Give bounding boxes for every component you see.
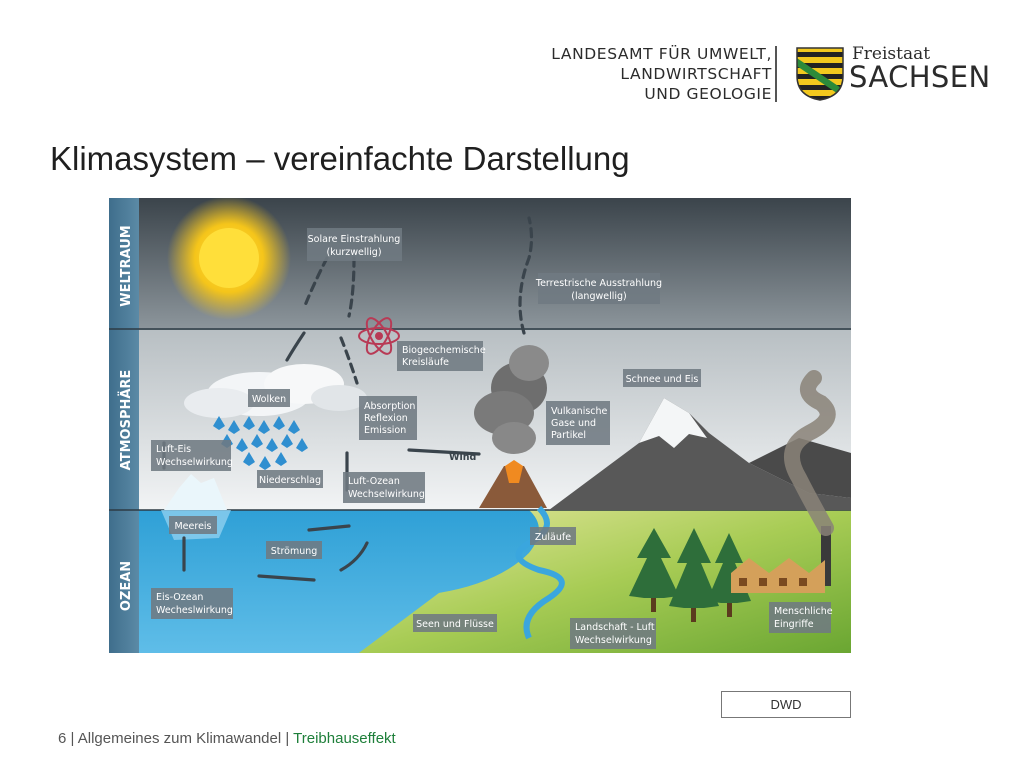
label-landscape-air: Landschaft - Luft Wechselwirkung xyxy=(570,618,656,649)
label-airocean-line2: Wechselwirkung xyxy=(348,489,425,500)
logo-divider xyxy=(775,46,777,102)
label-current-text: Strömung xyxy=(271,546,318,557)
rain-icon xyxy=(213,416,308,470)
label-solar-line1: Solare Einstrahlung xyxy=(308,234,401,245)
zone-space-label: WELTRAUM xyxy=(119,225,134,306)
zone-atmosphere-label: ATMOSPHÄRE xyxy=(118,370,134,471)
footer: 6 | Allgemeines zum Klimawandel | Treibh… xyxy=(58,730,396,747)
label-volcanic-line3: Partikel xyxy=(551,430,586,441)
label-lakes-rivers: Seen und Flüsse xyxy=(413,614,497,632)
label-sea-ice: Meereis xyxy=(169,516,217,534)
footer-separator: | xyxy=(66,730,78,747)
label-bio-line2: Kreisläufe xyxy=(402,357,449,368)
agency-line-2: LANDWIRTSCHAFT xyxy=(620,65,772,83)
label-absorption-line3: Emission xyxy=(364,425,406,436)
label-bio-line1: Biogeochemische xyxy=(402,345,486,356)
zone-ocean-label: OZEAN xyxy=(119,561,134,611)
label-wind: Wind xyxy=(449,452,476,463)
label-lakes-text: Seen und Flüsse xyxy=(416,619,494,630)
label-inflow-text: Zuläufe xyxy=(535,532,571,543)
label-seaice-text: Meereis xyxy=(174,521,211,532)
label-airice-line2: Wechselwirkung xyxy=(156,457,233,468)
factory-icon xyxy=(731,370,836,593)
label-air-ice: Luft-Eis Wechselwirkung xyxy=(151,440,233,471)
label-airice-line1: Luft-Eis xyxy=(156,444,191,455)
label-human-line1: Menschliche xyxy=(774,606,833,617)
label-absorption-line1: Absorption xyxy=(364,401,415,412)
label-terrestrial-line2: (langwellig) xyxy=(571,291,627,302)
label-precipitation: Niederschlag xyxy=(257,470,323,488)
atom-icon xyxy=(358,317,400,355)
label-iceocean-line1: Eis-Ozean xyxy=(156,592,203,603)
footer-separator: | xyxy=(281,730,294,747)
label-inflow: Zuläufe xyxy=(530,527,576,545)
climate-system-diagram: WELTRAUM ATMOSPHÄRE OZEAN xyxy=(109,198,851,653)
label-clouds: Wolken xyxy=(248,389,290,407)
saxony-coat-of-arms-icon xyxy=(796,47,844,101)
label-terrestrial-line1: Terrestrische Ausstrahlung xyxy=(535,278,662,289)
label-volcanic-line1: Vulkanische xyxy=(551,406,608,417)
label-human-line2: Eingriffe xyxy=(774,619,814,630)
label-solar-line2: (kurzwellig) xyxy=(326,247,381,258)
label-absorption: Absorption Reflexion Emission xyxy=(359,396,417,440)
label-snow-ice: Schnee und Eis xyxy=(623,369,701,387)
page-number: 6 xyxy=(58,730,67,747)
label-snow-text: Schnee und Eis xyxy=(626,374,699,385)
label-current: Strömung xyxy=(266,541,322,559)
state-name-small: Freistaat xyxy=(852,44,931,64)
label-clouds-text: Wolken xyxy=(252,394,286,405)
label-absorption-line2: Reflexion xyxy=(364,413,408,424)
agency-line-3: UND GEOLOGIE xyxy=(644,85,772,103)
label-iceocean-line2: Wecheslwirkung xyxy=(156,605,233,616)
flow-arrows xyxy=(162,216,534,582)
label-volcanic-line2: Gase und xyxy=(551,418,596,429)
label-solar-radiation: Solare Einstrahlung (kurzwellig) xyxy=(307,228,402,261)
label-landscape-line2: Wechselwirkung xyxy=(575,635,652,646)
label-terrestrial-radiation: Terrestrische Ausstrahlung (langwellig) xyxy=(535,273,662,304)
agency-line-1: LANDESAMT FÜR UMWELT, xyxy=(551,45,772,63)
slide-title: Klimasystem – vereinfachte Darstellung xyxy=(50,140,630,177)
image-credit: DWD xyxy=(721,691,851,718)
volcano-icon xyxy=(474,345,549,508)
label-human-intervention: Menschliche Eingriffe xyxy=(769,602,833,633)
label-volcanic: Vulkanische Gase und Partikel xyxy=(546,401,610,445)
label-ice-ocean: Eis-Ozean Wecheslwirkung xyxy=(151,588,233,619)
label-airocean-line1: Luft-Ozean xyxy=(348,476,400,487)
label-wind-text: Wind xyxy=(449,452,476,463)
state-name-big: SACHSEN xyxy=(849,60,991,94)
label-landscape-line1: Landschaft - Luft xyxy=(575,622,655,633)
agency-name: LANDESAMT FÜR UMWELT, LANDWIRTSCHAFT UND… xyxy=(551,44,772,104)
footer-section: Allgemeines zum Klimawandel xyxy=(77,730,282,747)
label-precipitation-text: Niederschlag xyxy=(259,475,321,486)
label-biogeochemical: Biogeochemische Kreisläufe xyxy=(397,341,486,371)
label-air-ocean: Luft-Ozean Wechselwirkung xyxy=(343,472,425,503)
footer-topic: Treibhauseffekt xyxy=(293,730,396,747)
